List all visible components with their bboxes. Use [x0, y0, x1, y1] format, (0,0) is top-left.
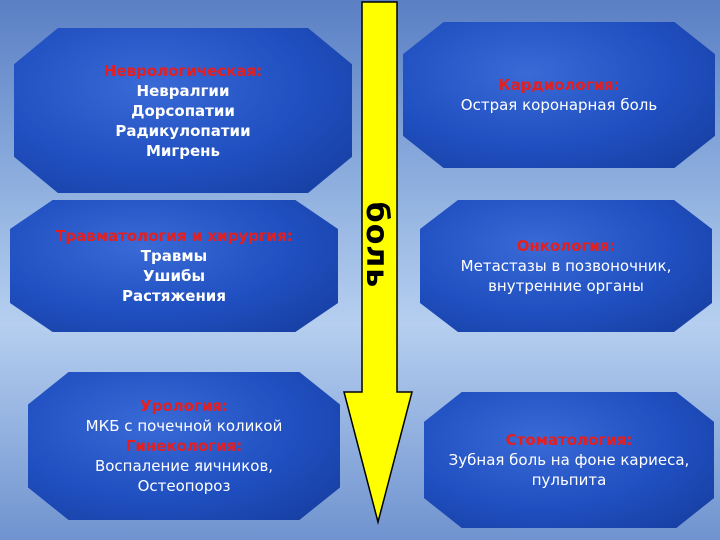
- trauma-item: Растяжения: [122, 287, 226, 305]
- oncology-item: Метастазы в позвоночник,: [460, 257, 672, 275]
- neurology-item: Мигрень: [145, 141, 221, 160]
- trauma-item: Травмы: [140, 247, 208, 265]
- stomatology-box: Стоматология: Зубная боль на фоне кариес…: [424, 392, 714, 528]
- urology-item: МКБ с почечной коликой: [85, 417, 283, 435]
- cardiology-title: Кардиология:: [498, 76, 620, 94]
- pain-arrow-label: боль: [359, 201, 395, 289]
- neurology-item: Радикулопатии: [115, 121, 251, 140]
- trauma-title: Травматология и хирургия:: [55, 227, 293, 245]
- oncology-box: Онкология: Метастазы в позвоночник, внут…: [420, 200, 712, 332]
- urology-title: Урология:: [140, 397, 228, 415]
- neurology-item: Дорсопатии: [131, 101, 235, 120]
- neurology-title: Неврологическая:: [103, 61, 263, 80]
- cardiology-box: Кардиология: Острая коронарная боль: [403, 22, 715, 168]
- urology-box: Урология: МКБ с почечной коликой Гинекол…: [28, 372, 340, 520]
- trauma-box: Травматология и хирургия: Травмы Ушибы Р…: [10, 200, 338, 332]
- cardiology-item: Острая коронарная боль: [460, 96, 658, 114]
- gynecology-title: Гинекология:: [125, 437, 243, 455]
- neurology-box: Неврологическая: Невралгии Дорсопатии Ра…: [14, 28, 352, 193]
- stomatology-item: пульпита: [531, 471, 607, 489]
- oncology-item: внутренние органы: [488, 277, 644, 295]
- oncology-title: Онкология:: [516, 237, 616, 255]
- stomatology-item: Зубная боль на фоне кариеса,: [448, 451, 690, 469]
- neurology-item: Невралгии: [136, 81, 230, 100]
- stomatology-title: Стоматология:: [505, 431, 633, 449]
- gynecology-item: Остеопороз: [137, 477, 231, 495]
- trauma-item: Ушибы: [142, 267, 206, 285]
- gynecology-item: Воспаление яичников,: [94, 457, 274, 475]
